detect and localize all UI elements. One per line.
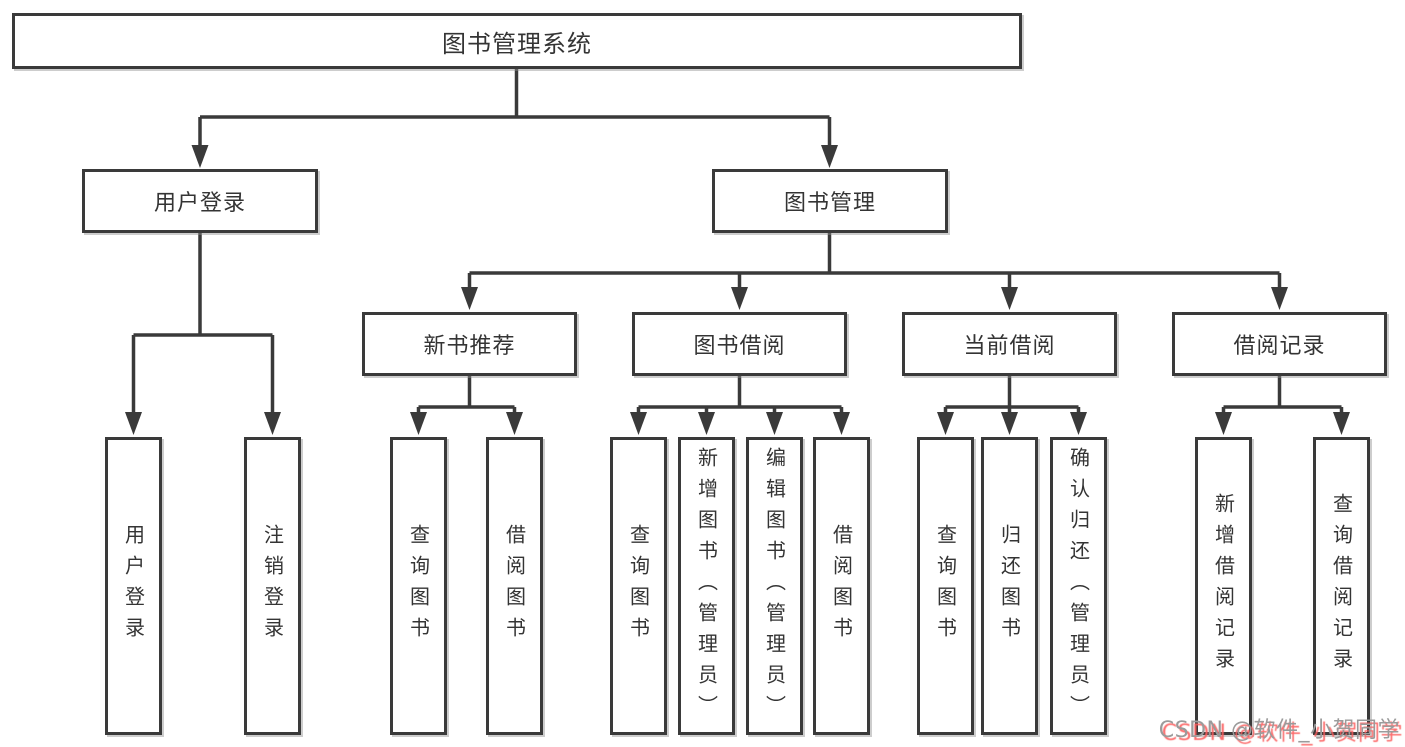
connector-root-to-level2 bbox=[198, 68, 832, 149]
leaf-rec-borrow-books: 借阅图书 bbox=[486, 437, 543, 735]
leaf-bb-borrow-books-label: 借阅图书 bbox=[829, 524, 854, 648]
leaf-br-query-record-label: 查询借阅记录 bbox=[1329, 493, 1354, 679]
leaf-cb-confirm-return-admin: 确认归还（管理员） bbox=[1050, 437, 1107, 735]
leaf-rec-query-books-label: 查询图书 bbox=[406, 524, 431, 648]
leaf-user-login-label: 用户登录 bbox=[121, 524, 146, 648]
leaf-bb-borrow-books: 借阅图书 bbox=[813, 437, 870, 735]
leaf-br-add-record-label: 新增借阅记录 bbox=[1211, 493, 1236, 679]
connector-borrow-records-children bbox=[1221, 376, 1344, 414]
connector-user-login-children bbox=[131, 233, 275, 414]
leaf-bb-add-books-admin: 新增图书（管理员） bbox=[678, 437, 735, 735]
node-borrow-records: 借阅记录 bbox=[1172, 312, 1387, 376]
leaf-cb-return-books: 归还图书 bbox=[981, 437, 1038, 735]
leaf-bb-query-books: 查询图书 bbox=[610, 437, 667, 735]
arrowheads bbox=[125, 145, 1350, 435]
leaf-cb-query-books: 查询图书 bbox=[917, 437, 974, 735]
leaf-br-add-record: 新增借阅记录 bbox=[1195, 437, 1252, 735]
leaf-bb-query-books-label: 查询图书 bbox=[626, 524, 651, 648]
connector-current-borrow-children bbox=[943, 376, 1081, 414]
leaf-logout-label: 注销登录 bbox=[260, 524, 285, 648]
node-new-book-recommendation: 新书推荐 bbox=[362, 312, 577, 376]
node-user-login: 用户登录 bbox=[82, 169, 318, 233]
leaf-bb-edit-books-admin-label: 编辑图书（管理员） bbox=[762, 446, 787, 726]
leaf-cb-return-books-label: 归还图书 bbox=[997, 524, 1022, 648]
connector-book-mgmt-children bbox=[467, 233, 1282, 291]
leaf-bb-add-books-admin-label: 新增图书（管理员） bbox=[694, 446, 719, 726]
connector-book-borrow-children bbox=[636, 376, 844, 414]
csdn-watermark: CSDN @软件_小贺同学 bbox=[1158, 718, 1400, 743]
connector-new-book-rec-children bbox=[416, 376, 517, 414]
leaf-user-login: 用户登录 bbox=[105, 437, 162, 735]
leaf-rec-borrow-books-label: 借阅图书 bbox=[502, 524, 527, 648]
node-book-borrowing: 图书借阅 bbox=[632, 312, 847, 376]
leaf-cb-confirm-return-admin-label: 确认归还（管理员） bbox=[1066, 446, 1091, 726]
leaf-br-query-record: 查询借阅记录 bbox=[1313, 437, 1370, 735]
node-root-library-system: 图书管理系统 bbox=[12, 13, 1022, 69]
leaf-cb-query-books-label: 查询图书 bbox=[933, 524, 958, 648]
leaf-rec-query-books: 查询图书 bbox=[390, 437, 447, 735]
node-current-borrowing: 当前借阅 bbox=[902, 312, 1117, 376]
node-book-management: 图书管理 bbox=[712, 169, 948, 233]
leaf-bb-edit-books-admin: 编辑图书（管理员） bbox=[746, 437, 803, 735]
leaf-logout: 注销登录 bbox=[244, 437, 301, 735]
